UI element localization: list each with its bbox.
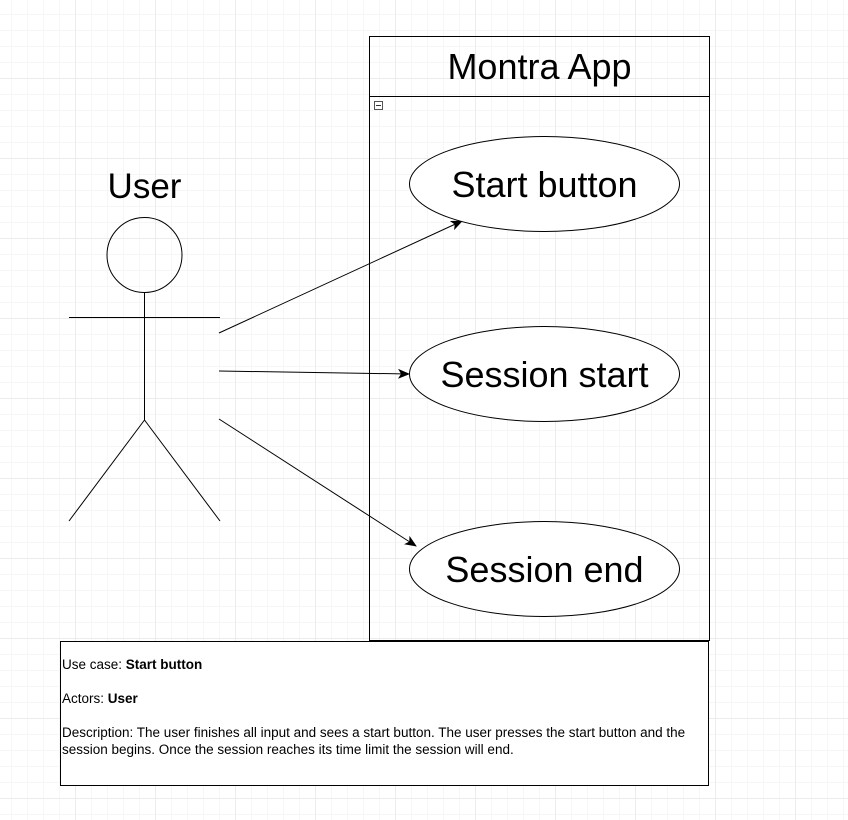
minus-box-icon[interactable] [374,101,383,110]
actor-label: User [108,167,182,206]
system-title: Montra App [447,46,631,87]
association-arrow-session-start[interactable] [218,368,410,379]
note-actors-line: Actors: User [62,690,708,707]
note-description-text: The user finishes all input and sees a s… [62,725,686,757]
note-description-line: Description: The user finishes all input… [62,724,708,758]
use-case-label: Start button [451,164,637,205]
association-arrow-session-end[interactable] [218,418,417,547]
note-use-case-line: Use case: Start button [62,656,708,673]
actor-head [106,217,183,293]
use-case-label: Session end [445,549,643,590]
use-case-label: Session start [440,354,648,395]
note-description-label: Description: [62,725,134,740]
use-case-session-start[interactable]: Session start [409,326,680,422]
use-case-start-button[interactable]: Start button [409,136,680,232]
use-case-session-end[interactable]: Session end [409,521,680,617]
association-arrow-start-button[interactable] [218,220,463,334]
use-case-description-note[interactable]: Use case: Start button Actors: User Desc… [60,641,709,786]
system-boundary[interactable]: Montra App [369,36,710,641]
note-actors-label: Actors: [62,691,105,706]
actor-user[interactable]: User [68,167,221,522]
note-actors-value: User [107,691,138,706]
note-use-case-label: Use case: [62,657,123,672]
actor-right-leg [144,419,221,522]
actor-left-leg [68,419,145,522]
note-use-case-value: Start button [125,657,203,672]
